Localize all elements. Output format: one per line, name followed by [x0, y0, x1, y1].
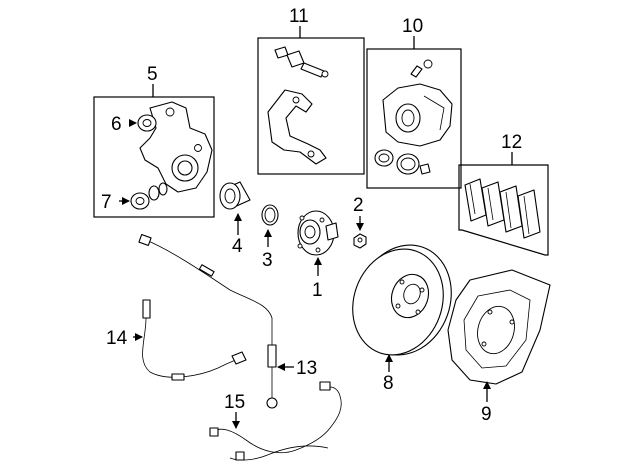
callout-10: 10 — [402, 16, 423, 37]
callout-9: 9 — [481, 404, 492, 425]
callout-5: 5 — [147, 64, 158, 85]
bracket-part — [267, 89, 327, 165]
callout-8: 8 — [383, 373, 394, 394]
callout-6: 6 — [111, 114, 122, 135]
callout-15: 15 — [224, 392, 245, 413]
wheel-bearing — [219, 181, 251, 235]
callout-4: 4 — [232, 236, 243, 257]
bracket-box — [257, 37, 365, 175]
pad-1 — [464, 178, 487, 222]
callout-3: 3 — [262, 250, 273, 271]
pads-box — [458, 164, 549, 256]
brake-pads-group — [458, 152, 549, 256]
callout-2: 2 — [353, 195, 364, 216]
caliper-bracket-group — [257, 26, 365, 175]
brake-rotor — [352, 244, 452, 372]
callout-13: 13 — [296, 358, 317, 379]
snap-ring — [261, 204, 279, 247]
wheel-speed-sensor — [133, 299, 247, 381]
wheel-hub — [297, 210, 339, 276]
caliper-group — [366, 36, 462, 189]
hub-nut — [353, 216, 367, 249]
brake-hose — [138, 233, 294, 409]
dust-shield — [447, 269, 551, 402]
callout-1: 1 — [312, 280, 323, 301]
callout-11: 11 — [289, 6, 309, 27]
pad-4 — [517, 189, 541, 239]
wear-sensor-harness — [209, 381, 342, 461]
knuckle-box — [93, 96, 215, 218]
knuckle-group — [93, 84, 215, 218]
callout-7: 7 — [101, 192, 112, 213]
callout-12: 12 — [501, 132, 522, 153]
callout-14: 14 — [106, 328, 128, 349]
